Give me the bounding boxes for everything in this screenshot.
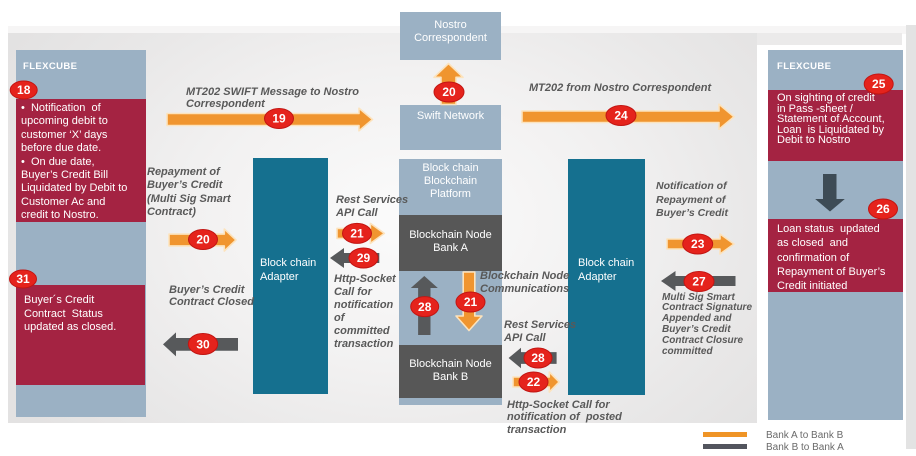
svg-text:28: 28 bbox=[531, 351, 545, 365]
svg-text:23: 23 bbox=[691, 237, 705, 251]
svg-text:20: 20 bbox=[442, 85, 456, 99]
svg-text:28: 28 bbox=[418, 300, 432, 314]
svg-text:22: 22 bbox=[527, 375, 541, 389]
svg-text:21: 21 bbox=[464, 295, 478, 309]
svg-text:26: 26 bbox=[876, 202, 890, 216]
svg-text:21: 21 bbox=[350, 227, 364, 241]
svg-text:29: 29 bbox=[357, 251, 371, 265]
svg-text:20: 20 bbox=[196, 233, 210, 247]
svg-text:18: 18 bbox=[17, 83, 31, 97]
svg-text:27: 27 bbox=[692, 275, 706, 289]
svg-text:25: 25 bbox=[872, 77, 886, 91]
svg-text:19: 19 bbox=[272, 112, 286, 126]
svg-text:24: 24 bbox=[614, 109, 628, 123]
svg-text:30: 30 bbox=[196, 337, 210, 351]
svg-text:31: 31 bbox=[16, 272, 30, 286]
